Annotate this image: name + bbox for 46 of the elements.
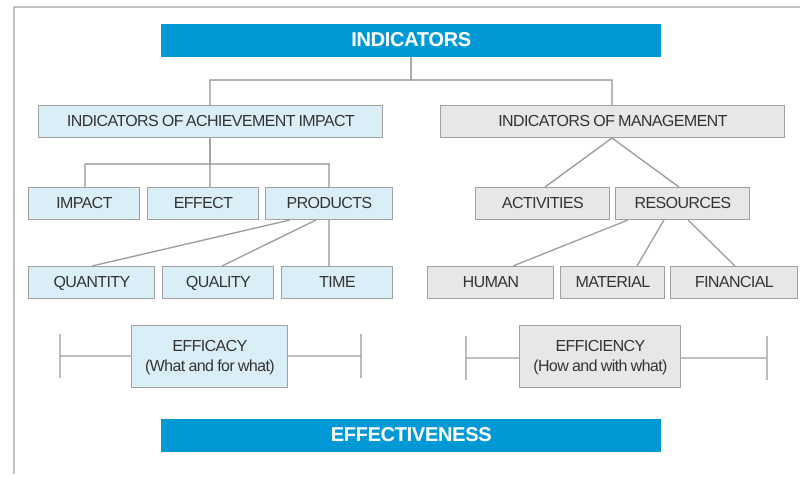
connector-line (209, 138, 330, 187)
category-box (560, 266, 665, 299)
banner-box (161, 24, 661, 57)
node-label: IMPACT (56, 194, 112, 214)
connector-line (544, 137, 612, 188)
node-label: TIME (319, 272, 355, 292)
category-box (38, 105, 383, 138)
node-label: EFFECTIVENESS (330, 423, 492, 448)
connector-line (92, 219, 290, 267)
connector-line (636, 220, 665, 266)
node-label: EFFICIENCY (555, 336, 645, 356)
node-label: ACTIVITIES (502, 194, 584, 214)
node-label: PRODUCTS (286, 194, 372, 214)
node-label: FINANCIAL (694, 272, 774, 292)
category-box (162, 266, 274, 299)
node-label: QUALITY (186, 272, 250, 292)
node-label: RESOURCES (634, 194, 730, 214)
connector-line (688, 220, 736, 266)
node-label: QUANTITY (53, 272, 130, 292)
category-box (28, 266, 155, 299)
node-label: INDICATORS OF MANAGEMENT (498, 112, 727, 132)
subtitle-text: (What and for what) (144, 356, 274, 376)
node-label: INDICATORS (351, 28, 471, 53)
category-box (440, 105, 785, 138)
node-label: EFFICACY (172, 336, 247, 356)
category-box (147, 187, 259, 220)
category-box (427, 266, 554, 299)
connector-line (612, 137, 680, 188)
category-box (475, 187, 610, 220)
category-box (281, 266, 393, 299)
category-box (519, 325, 681, 388)
connector-line (222, 219, 316, 267)
connector-line (512, 219, 628, 267)
connector-line (410, 57, 613, 105)
category-box (131, 325, 288, 388)
node-label: HUMAN (462, 272, 518, 292)
category-box (28, 187, 140, 220)
subtitle-text: (How and with what) (533, 356, 667, 376)
node-label: EFFECT (174, 194, 232, 214)
node-label: MATERIAL (575, 272, 650, 292)
connector-line (328, 220, 330, 266)
category-box (265, 187, 393, 220)
category-box (615, 187, 750, 220)
banner-box (161, 419, 661, 452)
node-label: INDICATORS OF ACHIEVEMENT IMPACT (66, 112, 354, 132)
category-box (670, 266, 798, 299)
